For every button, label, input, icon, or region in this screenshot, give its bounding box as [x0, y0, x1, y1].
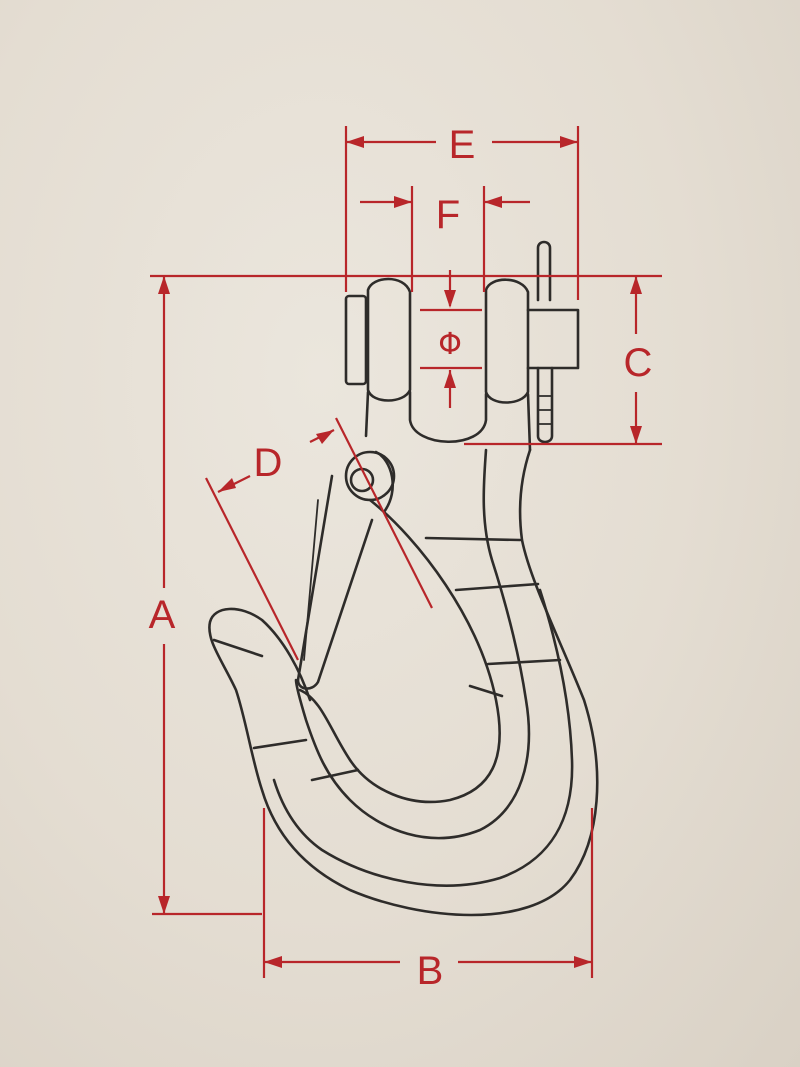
dim-b-arrow-right: [574, 956, 592, 968]
dim-d-arrow-right: [316, 430, 334, 444]
dim-d-ext-right: [335, 417, 433, 609]
section-line: [212, 638, 264, 658]
latch-pivot-pin: [349, 467, 375, 493]
section-line: [454, 582, 540, 592]
hook-body-outer: [208, 448, 599, 917]
dim-a-arrow-bottom: [158, 896, 170, 914]
dim-f-arrow-left: [394, 196, 412, 208]
dim-d-arrow-left: [218, 478, 236, 492]
latch-pivot: [344, 450, 396, 502]
section-line: [468, 684, 504, 698]
dim-label-f: F: [436, 193, 460, 237]
dim-phi-arrow-top: [444, 290, 456, 308]
hook-body-inner: [294, 448, 531, 840]
dim-label-c: C: [624, 341, 653, 385]
grab-hook-drawing: [208, 240, 599, 917]
clevis-throat: [408, 390, 488, 444]
dim-d-ext-left: [205, 477, 299, 661]
section-line: [310, 768, 360, 782]
dim-c-arrow-bottom: [630, 426, 642, 444]
dim-e-arrow-left: [346, 136, 364, 148]
dimension-lines: E F Φ C A: [149, 123, 662, 993]
dim-phi-arrow-bottom: [444, 370, 456, 388]
hook-outer-contour: [272, 588, 574, 887]
clevis-base: [364, 390, 532, 452]
dim-e-arrow-right: [560, 136, 578, 148]
dim-label-d: D: [254, 441, 283, 485]
dim-label-b: B: [417, 949, 444, 993]
section-line: [424, 536, 522, 542]
dim-b-arrow-left: [264, 956, 282, 968]
clevis-left-ear: [366, 277, 412, 402]
dim-label-phi: Φ: [438, 327, 462, 362]
dim-c-arrow-top: [630, 276, 642, 294]
dim-a-arrow-top: [158, 276, 170, 294]
cotter-pin: [536, 240, 554, 444]
pin-head: [344, 294, 368, 386]
latch-spring: [374, 450, 394, 514]
hook-inner-contour: [298, 498, 501, 804]
dim-label-e: E: [449, 123, 476, 167]
clevis-right-ear: [484, 278, 530, 404]
section-line: [252, 738, 308, 750]
latch-edge: [303, 499, 319, 661]
dim-f-arrow-right: [484, 196, 502, 208]
pin-shaft: [526, 308, 580, 370]
safety-latch: [296, 474, 374, 690]
dim-label-a: A: [149, 593, 176, 637]
section-line: [486, 658, 562, 666]
